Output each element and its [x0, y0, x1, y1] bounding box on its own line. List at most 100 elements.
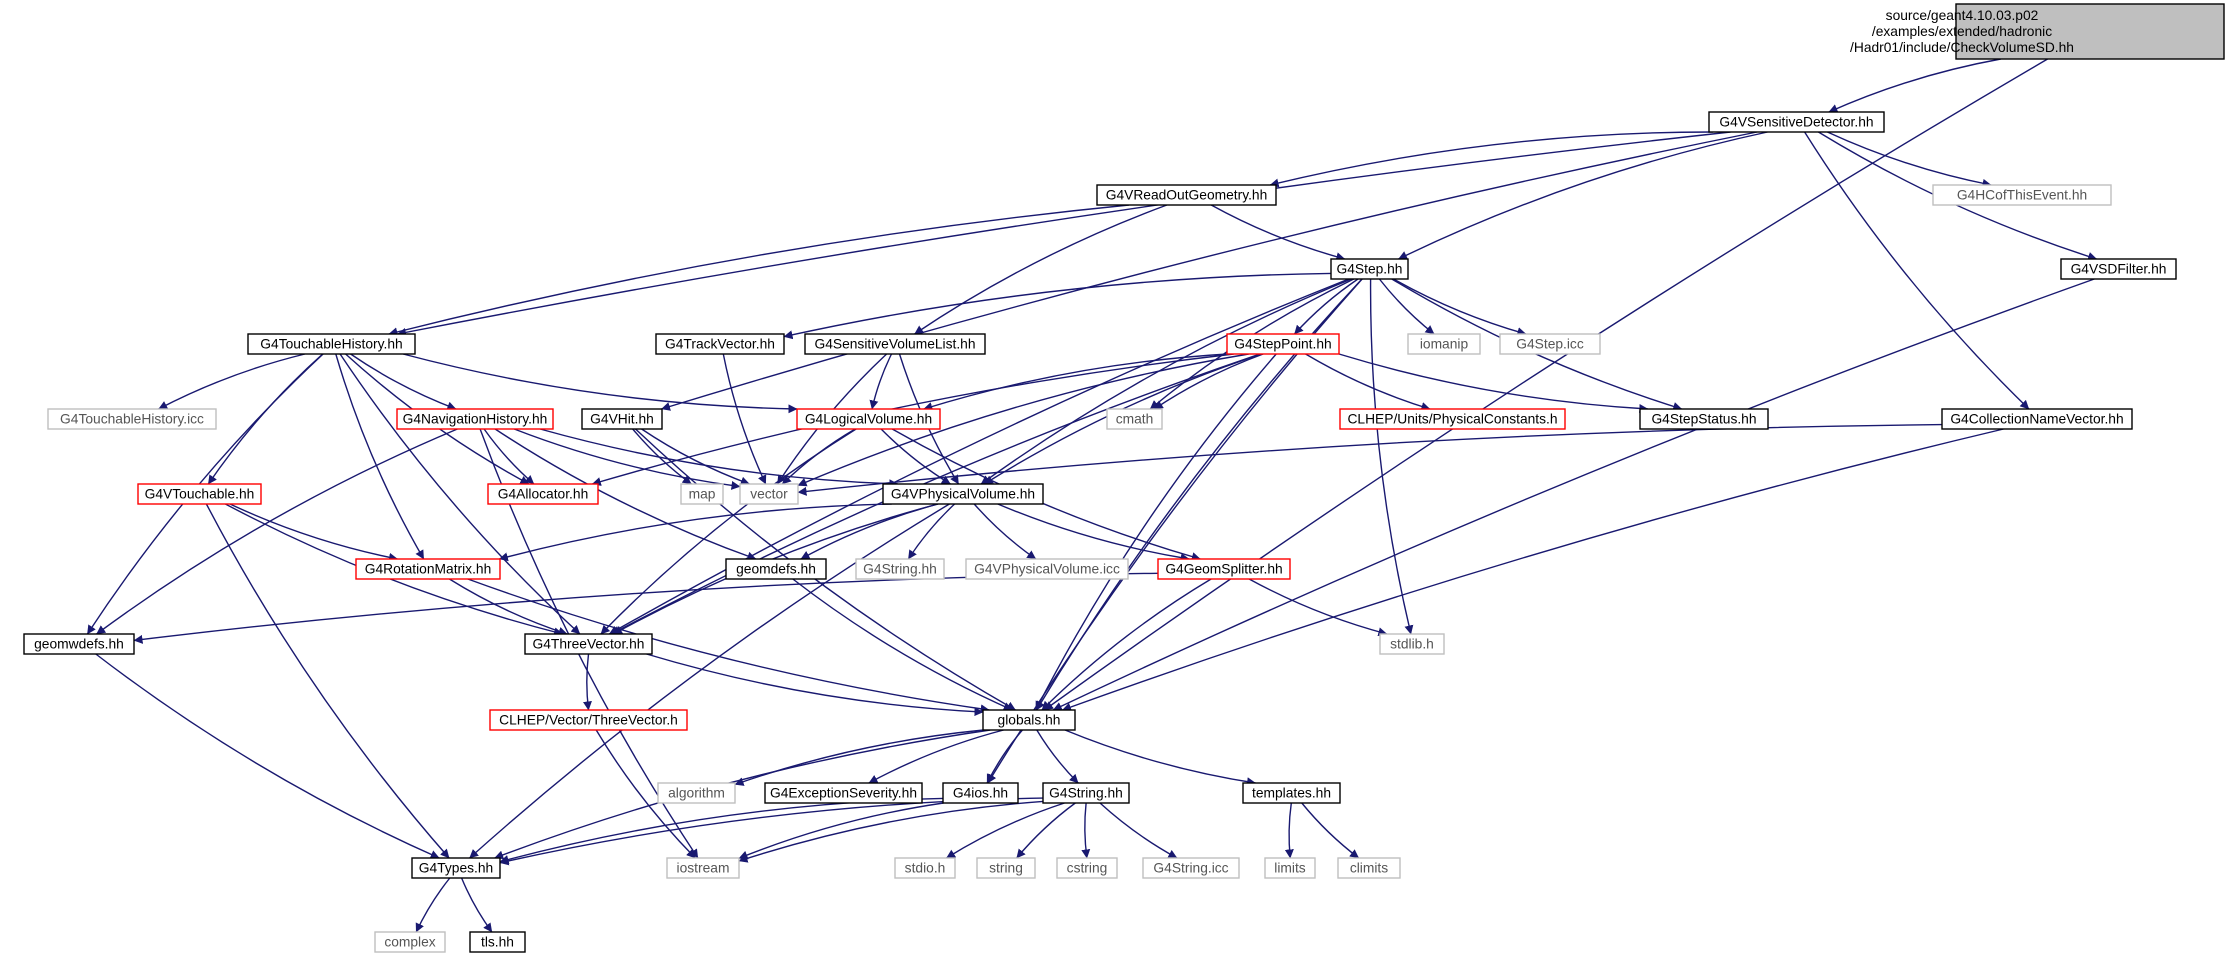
- edge-arrow: [1284, 802, 1294, 859]
- edge-arrow: [583, 653, 592, 711]
- edge-G4VPhysicalVolume-to-G4Stringhh2: [907, 503, 956, 560]
- node-label: limits: [1274, 861, 1306, 876]
- node-label: G4VSensitiveDetector.hh: [1719, 115, 1873, 130]
- edge-G4ThreeVector-to-CLHEPThreeVector: [583, 653, 592, 711]
- edge-arrow: [513, 428, 741, 490]
- node-CLHEPThreeVector[interactable]: CLHEP/Vector/ThreeVector.h: [489, 709, 688, 731]
- node-G4VSensitiveDetector[interactable]: G4VSensitiveDetector.hh: [1708, 111, 1885, 133]
- edge-G4StepPoint-to-G4ThreeVector: [611, 353, 1261, 635]
- node-box: [355, 558, 501, 580]
- node-root[interactable]: source/geant4.10.03.p02/examples/extende…: [1850, 3, 2225, 60]
- edge-G4VPhysicalVolume-to-G4VPhysicalVolumeicc: [973, 503, 1037, 560]
- edge-G4ThreeVector-to-globals: [646, 653, 984, 717]
- node-box: [1379, 633, 1445, 655]
- edge-geomdefs-to-globals: [792, 578, 1013, 711]
- node-G4VHit[interactable]: G4VHit.hh: [581, 408, 663, 430]
- node-G4Step[interactable]: G4Step.hh: [1330, 258, 1409, 280]
- edge-arrow: [1052, 278, 2095, 711]
- node-G4TrackVector[interactable]: G4TrackVector.hh: [655, 333, 785, 355]
- node-G4LogicalVolume[interactable]: G4LogicalVolume.hh: [796, 408, 941, 430]
- edge-G4StepPoint-to-G4Allocator: [591, 353, 1234, 486]
- node-G4ThreeVector[interactable]: G4ThreeVector.hh: [524, 633, 653, 655]
- node-box: [982, 709, 1076, 731]
- edge-G4StepPoint-to-cmath: [1153, 353, 1264, 410]
- node-limits: limits: [1264, 857, 1316, 879]
- edge-arrow: [635, 428, 1016, 711]
- edge-G4NavigationHistory-to-geomwdefs: [96, 428, 458, 635]
- edge-arrow: [1301, 802, 1360, 859]
- node-G4VPhysicalVolume[interactable]: G4VPhysicalVolume.hh: [882, 483, 1044, 505]
- edge-arrow: [661, 131, 1758, 411]
- node-geomwdefs[interactable]: geomwdefs.hh: [23, 633, 135, 655]
- edge-G4StepPoint-to-PhysicalConstants: [1305, 353, 1431, 411]
- node-G4Stringicc: G4String.icc: [1142, 857, 1240, 879]
- node-label: G4TouchableHistory.icc: [60, 412, 204, 427]
- edge-arrow: [986, 729, 1023, 784]
- edge-globals-to-G4ios: [986, 729, 1023, 784]
- node-G4ExceptionSeverity[interactable]: G4ExceptionSeverity.hh: [764, 782, 923, 804]
- edge-arrow: [1293, 278, 1359, 335]
- node-PhysicalConstants[interactable]: CLHEP/Units/PhysicalConstants.h: [1339, 408, 1566, 430]
- node-G4SensitiveVolumeList[interactable]: G4SensitiveVolumeList.hh: [804, 333, 986, 355]
- node-label: tls.hh: [481, 935, 514, 950]
- node-G4TouchableHistoryicc: G4TouchableHistory.icc: [47, 408, 217, 430]
- edge-arrow: [1804, 131, 2030, 410]
- node-box: [739, 483, 799, 505]
- node-box: [411, 857, 501, 879]
- node-templates[interactable]: templates.hh: [1242, 782, 1341, 804]
- node-G4StepStatus[interactable]: G4StepStatus.hh: [1639, 408, 1769, 430]
- edge-G4TouchableHistory-to-G4TouchableHistoryicc: [158, 353, 306, 410]
- edge-G4Step-to-G4StepPoint: [1293, 278, 1359, 335]
- node-G4ios[interactable]: G4ios.hh: [942, 782, 1019, 804]
- edge-arrow: [797, 423, 1943, 496]
- node-label: string: [989, 861, 1023, 876]
- node-G4CollectionNameVector[interactable]: G4CollectionNameVector.hh: [1941, 408, 2133, 430]
- edge-G4VReadOutGeometry-to-G4TouchableHistory: [388, 204, 1130, 337]
- edge-G4RotationMatrix-to-G4ThreeVector: [449, 578, 568, 636]
- edge-G4String-to-G4Types: [499, 797, 1044, 866]
- node-G4Allocator[interactable]: G4Allocator.hh: [487, 483, 599, 505]
- edge-G4LogicalVolume-to-G4VPhysicalVolume: [880, 428, 951, 485]
- node-label: geomdefs.hh: [736, 562, 816, 577]
- edge-arrow: [205, 503, 450, 859]
- edge-G4VSDFilter-to-globals: [1052, 278, 2095, 711]
- edge-arrow: [133, 572, 1159, 644]
- node-vector: vector: [739, 483, 799, 505]
- edge-arrow: [1099, 802, 1178, 859]
- node-G4VReadOutGeometry[interactable]: G4VReadOutGeometry.hh: [1096, 184, 1277, 206]
- node-label: G4ThreeVector.hh: [533, 637, 645, 652]
- node-box: [1337, 857, 1401, 879]
- edge-arrow: [1043, 58, 2048, 711]
- edge-G4TrackVector-to-vector: [722, 353, 767, 485]
- edge-G4Types-to-complex: [415, 877, 451, 933]
- node-box: [725, 558, 827, 580]
- node-G4TouchableHistory[interactable]: G4TouchableHistory.hh: [247, 333, 416, 355]
- edge-globals-to-G4String: [1036, 729, 1079, 784]
- edge-arrow: [997, 503, 1190, 563]
- node-G4String[interactable]: G4String.hh: [1042, 782, 1130, 804]
- node-G4VTouchable[interactable]: G4VTouchable.hh: [137, 483, 262, 505]
- node-G4Types[interactable]: G4Types.hh: [411, 857, 501, 879]
- edge-arrow: [946, 802, 1065, 859]
- node-label: /examples/extended/hadronic: [1872, 24, 2052, 39]
- edge-arrow: [1153, 353, 1264, 410]
- node-G4VSDFilter[interactable]: G4VSDFilter.hh: [2060, 258, 2177, 280]
- edge-G4VHit-to-vector: [641, 428, 750, 486]
- edge-arrow: [498, 503, 892, 562]
- edge-arrow: [1036, 729, 1079, 784]
- node-label: G4HCofThisEvent.hh: [1957, 188, 2087, 203]
- node-tls[interactable]: tls.hh: [469, 931, 526, 953]
- node-box: [487, 483, 599, 505]
- node-G4RotationMatrix[interactable]: G4RotationMatrix.hh: [355, 558, 501, 580]
- node-G4StepPoint[interactable]: G4StepPoint.hh: [1226, 333, 1340, 355]
- edge-arrow: [797, 353, 1249, 487]
- node-label: G4TrackVector.hh: [665, 337, 775, 352]
- node-geomdefs[interactable]: geomdefs.hh: [725, 558, 827, 580]
- node-globals[interactable]: globals.hh: [982, 709, 1076, 731]
- edge-G4Step-to-G4ThreeVector: [608, 278, 1349, 635]
- node-box: [1096, 184, 1277, 206]
- node-G4GeomSplitter[interactable]: G4GeomSplitter.hh: [1157, 558, 1291, 580]
- node-G4NavigationHistory[interactable]: G4NavigationHistory.hh: [396, 408, 554, 430]
- edge-arrow: [539, 428, 899, 489]
